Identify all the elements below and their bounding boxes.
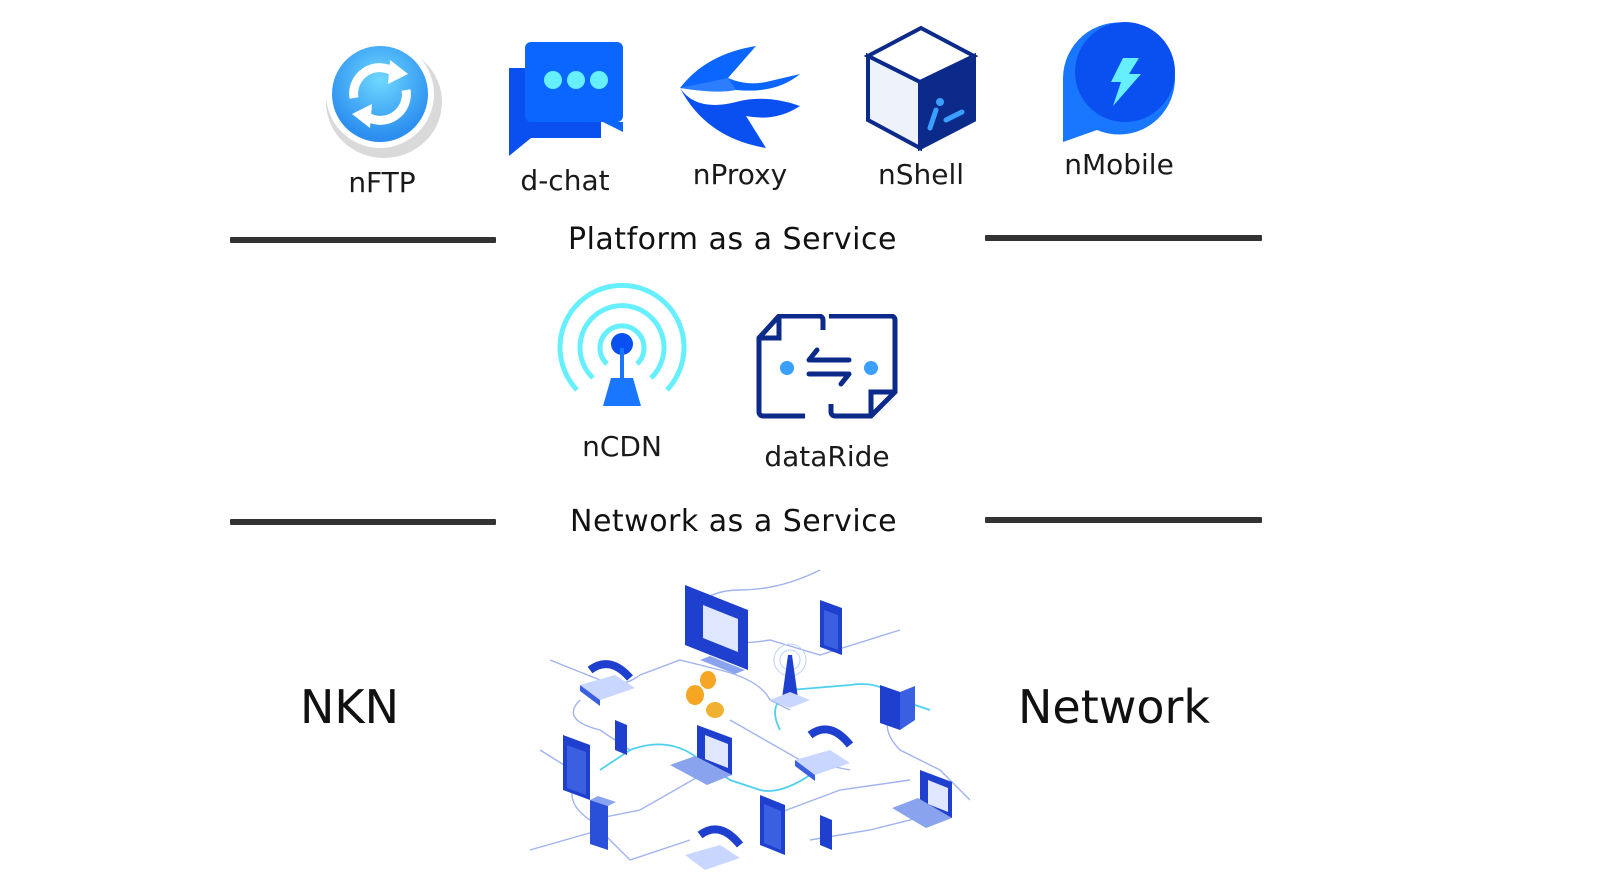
wifi-router [795, 725, 854, 781]
monitor-device [685, 585, 748, 674]
app-ncdn[interactable]: nCDN [552, 282, 692, 463]
network-label: Network [1018, 680, 1211, 734]
tablet-device [760, 795, 785, 855]
shell-cube-icon [863, 25, 979, 152]
laptop-device [892, 770, 952, 828]
network-illustration [529, 569, 970, 870]
nkn-label: NKN [300, 680, 399, 734]
app-nshell[interactable]: nShell [860, 24, 982, 191]
app-label: nProxy [692, 158, 788, 191]
server-tower [590, 796, 616, 850]
divider-right [985, 235, 1262, 241]
phone-device [615, 720, 627, 755]
divider-left [230, 237, 496, 243]
app-d-chat[interactable]: d-chat [500, 40, 630, 197]
wifi-router [685, 825, 744, 870]
lightning-bubble-icon [1063, 22, 1175, 142]
tablet-device [820, 600, 842, 655]
phone-device [820, 815, 832, 850]
proxy-wings-icon [680, 46, 800, 148]
app-label: dataRide [764, 440, 890, 473]
coins [686, 671, 724, 718]
chat-bubbles-icon [509, 42, 623, 156]
app-dataride[interactable]: dataRide [752, 314, 902, 473]
laptop-device [670, 725, 732, 785]
app-label: nFTP [348, 166, 416, 199]
wifi-router [580, 660, 635, 706]
app-label: d-chat [520, 164, 610, 197]
tablet-device [563, 735, 590, 800]
server-rack [880, 685, 915, 730]
divider-left [230, 519, 496, 525]
app-label: nMobile [1064, 148, 1174, 181]
connection-line [572, 699, 631, 751]
divider-right [985, 517, 1262, 523]
app-nftp[interactable]: nFTP [320, 36, 444, 199]
cell-tower [770, 643, 810, 708]
connection-line [529, 829, 691, 861]
app-nproxy[interactable]: nProxy [676, 42, 804, 191]
data-transfer-icon [756, 314, 898, 419]
app-label: nShell [877, 158, 965, 191]
app-nmobile[interactable]: nMobile [1056, 18, 1182, 181]
section-title-paas: Platform as a Service [568, 222, 897, 257]
app-label: nCDN [582, 430, 662, 463]
sync-arrows-icon [326, 40, 442, 158]
broadcast-antenna-icon [557, 282, 687, 406]
connection-line [759, 779, 911, 821]
section-title-naas: Network as a Service [570, 504, 898, 539]
